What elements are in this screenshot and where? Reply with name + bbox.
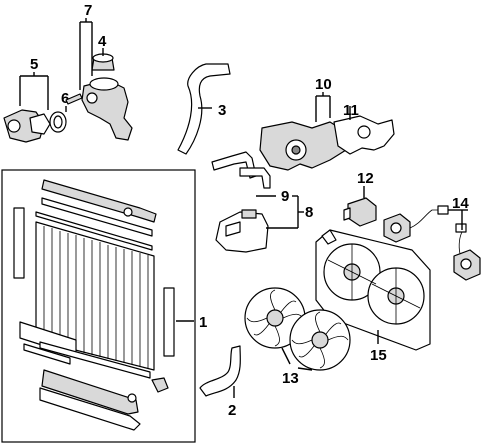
radiator-lower-tank[interactable]: [41, 369, 139, 415]
drain-plug-washer[interactable]: [127, 393, 137, 403]
callout-8[interactable]: 8: [305, 204, 313, 221]
radiator-lower-strip[interactable]: [39, 341, 151, 379]
leader-line-14: [448, 209, 468, 230]
fan-motors[interactable]: [383, 205, 481, 281]
fan-motor-lower-shaft: [460, 258, 472, 270]
upper-radiator-hose[interactable]: [177, 63, 231, 155]
radiator-side-bracket-right[interactable]: [163, 287, 175, 357]
callout-6[interactable]: 6: [61, 90, 69, 107]
gasket-hole: [357, 125, 371, 139]
radiator-upper-bracket[interactable]: [35, 211, 153, 251]
radiator-group-box: [1, 169, 196, 443]
leader-line-10: [315, 92, 331, 122]
callout-14[interactable]: 14: [452, 195, 469, 212]
callout-10[interactable]: 10: [315, 76, 332, 93]
fan-right[interactable]: [289, 309, 351, 371]
callout-12[interactable]: 12: [357, 170, 374, 187]
radiator-group[interactable]: [1, 169, 196, 443]
callout-3[interactable]: 3: [218, 102, 226, 119]
callout-2[interactable]: 2: [228, 402, 236, 419]
callout-7[interactable]: 7: [84, 2, 92, 19]
radiator-lower-strip-2[interactable]: [23, 343, 71, 365]
radiator-core[interactable]: [35, 221, 155, 371]
fan-shroud[interactable]: [315, 229, 431, 351]
thermostat-group[interactable]: [3, 109, 67, 143]
fan-motor-wire-lower: [458, 231, 463, 255]
lower-radiator-hose[interactable]: [199, 345, 241, 397]
water-inlet-neck: [89, 77, 119, 91]
water-pump-group[interactable]: [259, 115, 395, 171]
fan-motor-upper-shaft: [390, 222, 402, 234]
thermostat[interactable]: [29, 113, 51, 135]
radiator-upper-seal[interactable]: [41, 197, 153, 237]
callout-4[interactable]: 4: [98, 33, 107, 50]
drain-plug[interactable]: [151, 377, 169, 393]
callout-13[interactable]: 13: [282, 370, 299, 387]
water-inlet-group[interactable]: [65, 53, 133, 141]
water-inlet-port: [86, 92, 98, 104]
water-outlet-port: [7, 119, 21, 133]
radiator-side-bracket-left[interactable]: [13, 207, 25, 279]
overflow-hose[interactable]: [211, 151, 257, 179]
radiator-lower-tank-cover[interactable]: [39, 387, 141, 431]
coolant-reservoir[interactable]: [215, 209, 269, 253]
radiator-cap-neck: [123, 207, 133, 217]
leader-line-7: [79, 18, 93, 90]
callout-11[interactable]: 11: [343, 102, 359, 119]
fan-motor-connector-upper[interactable]: [437, 205, 449, 215]
callout-9[interactable]: 9: [281, 188, 289, 205]
fan-motor-connector-lower[interactable]: [455, 223, 467, 233]
callout-1[interactable]: 1: [199, 314, 207, 331]
thermostat-gasket-inner: [53, 115, 63, 129]
fan-controller[interactable]: [343, 197, 377, 227]
callout-15[interactable]: 15: [370, 347, 387, 364]
bleeder-bolt[interactable]: [65, 93, 83, 105]
leader-line-8: [266, 195, 304, 229]
fan-motor-wire-upper: [409, 209, 440, 229]
overflow-hose-2[interactable]: [239, 167, 271, 189]
leader-line-13: [281, 347, 313, 371]
callout-5[interactable]: 5: [30, 56, 38, 73]
leader-line-5: [19, 72, 49, 110]
water-pump-hub: [291, 145, 301, 155]
fan-left[interactable]: [244, 287, 306, 349]
